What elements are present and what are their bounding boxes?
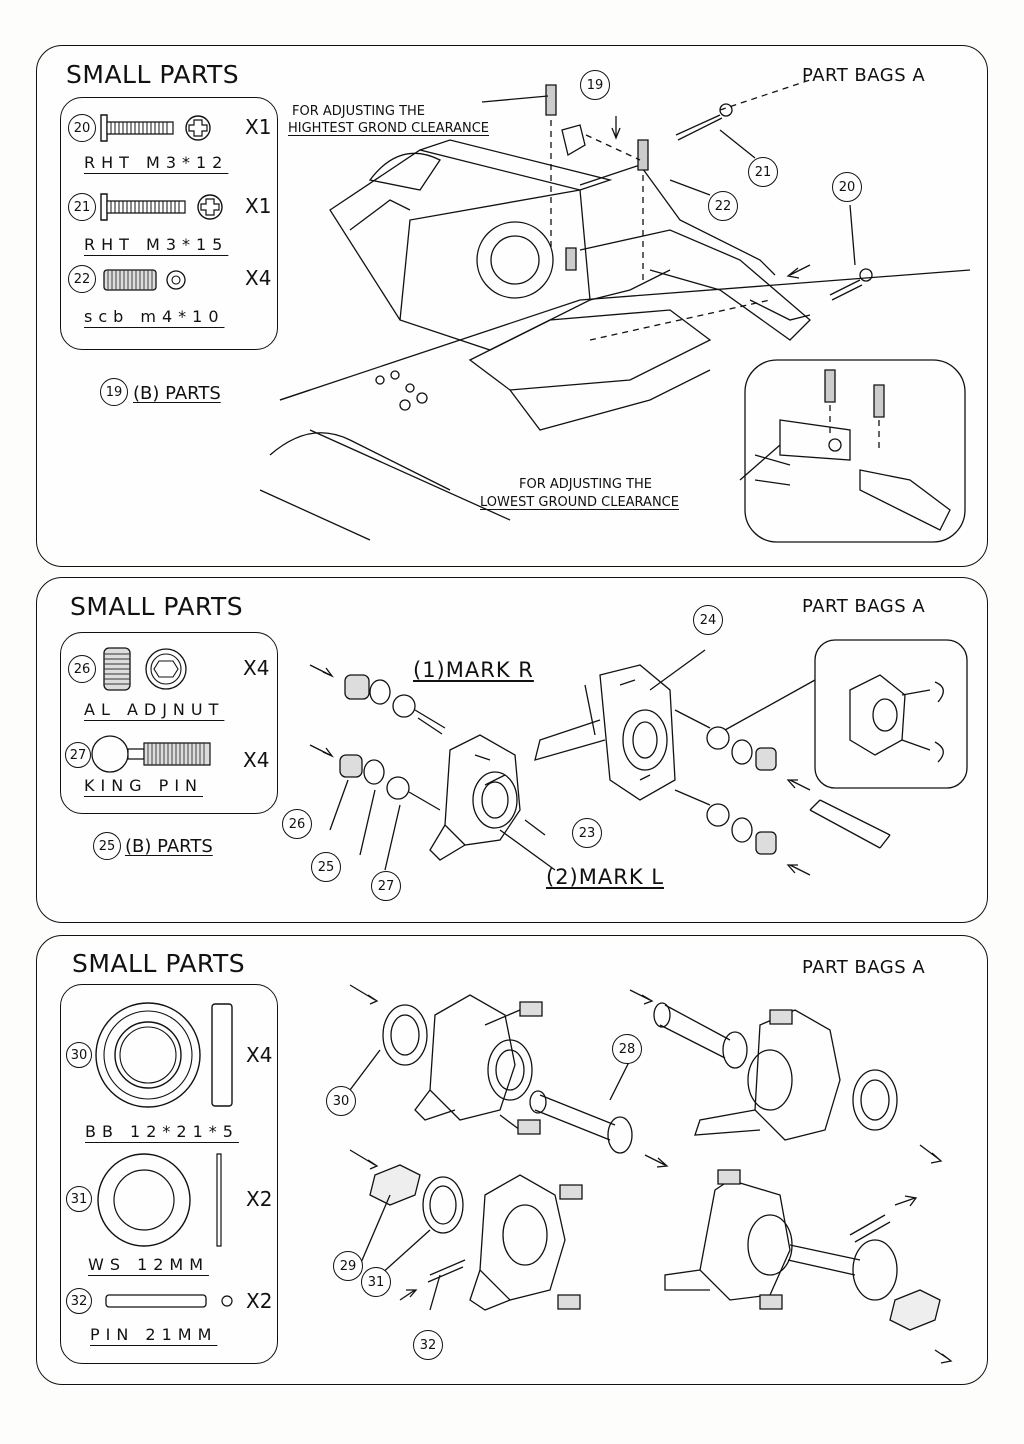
part-30-spec: BB 12*21*5 [85,1122,239,1141]
bparts-25-label: (B) PARTS [125,836,213,857]
part-26-spec: AL ADJNUT [84,700,225,719]
set-screw-m4x10-icon [100,265,190,295]
panel-1-title: SMALL PARTS [66,60,240,89]
part-30-qty: X4 [246,1043,273,1067]
part-31-badge: 31 [66,1186,92,1212]
part-31-qty: X2 [246,1187,273,1211]
callout-25: 25 [311,852,341,882]
screw-m3x15-icon [98,191,226,223]
part-20-badge: 20 [68,114,96,142]
panel-step-1 [36,45,988,567]
callout-26: 26 [282,809,312,839]
part-26-badge: 26 [68,655,96,683]
small-parts-box-1 [60,97,278,350]
part-20-qty: X1 [245,115,272,139]
note-highest-line-2: HIGHTEST GROND CLEARANCE [288,121,489,136]
note-lowest-line-2: LOWEST GROUND CLEARANCE [480,495,679,510]
part-21-spec: RHT M3*15 [84,235,229,254]
chassis-bulkhead-drawing [250,70,970,560]
panel-2-bags: PART BAGS A [802,596,926,617]
callout-20: 20 [832,172,862,202]
part-22-spec: scb m4*10 [84,307,225,326]
part-30-badge: 30 [66,1042,92,1068]
callout-30: 30 [326,1086,356,1116]
callout-19: 19 [580,70,610,100]
washer-icon [96,1152,236,1248]
part-22-qty: X4 [245,266,272,290]
knuckle-assembly-drawing [290,610,980,910]
part-27-qty: X4 [243,748,270,772]
part-26-qty: X4 [243,656,270,680]
callout-27: 27 [371,871,401,901]
callout-32: 32 [413,1330,443,1360]
callout-21: 21 [748,157,778,187]
king-pin-icon [88,732,218,776]
ball-bearing-icon [92,1000,262,1110]
bparts-25-badge: 25 [93,832,121,860]
callout-28: 28 [612,1034,642,1064]
panel-step-3 [36,935,988,1385]
mark-r-label: (1)MARK R [413,658,534,682]
panel-3-bags: PART BAGS A [802,957,926,978]
note-lowest-line-1: FOR ADJUSTING THE [519,477,653,492]
part-32-spec: PIN 21MM [90,1325,218,1344]
callout-23: 23 [572,818,602,848]
hub-bearing-assembly-drawing [320,970,960,1380]
screw-m3x12-icon [98,112,216,144]
al-adjnut-icon [100,642,200,696]
part-21-badge: 21 [68,193,96,221]
small-parts-box-3 [60,984,278,1364]
callout-24: 24 [693,605,723,635]
bparts-19-badge: 19 [100,378,128,406]
part-32-badge: 32 [66,1288,92,1314]
panel-1-bags: PART BAGS A [802,65,926,86]
part-32-qty: X2 [246,1289,273,1313]
panel-2-title: SMALL PARTS [70,592,244,621]
panel-3-title: SMALL PARTS [72,949,246,978]
callout-31: 31 [361,1267,391,1297]
part-21-qty: X1 [245,194,272,218]
part-31-spec: WS 12MM [88,1255,210,1274]
mark-l-label: (2)MARK L [546,865,664,889]
callout-29: 29 [333,1251,363,1281]
pin-icon [100,1291,240,1311]
note-highest-line-1: FOR ADJUSTING THE [292,104,426,119]
part-20-spec: RHT M3*12 [84,153,229,172]
callout-22: 22 [708,191,738,221]
part-22-badge: 22 [68,265,96,293]
bparts-19-label: (B) PARTS [133,383,221,404]
part-27-badge: 27 [65,742,91,768]
part-27-spec: KING PIN [84,776,203,795]
small-parts-box-2 [60,632,278,814]
